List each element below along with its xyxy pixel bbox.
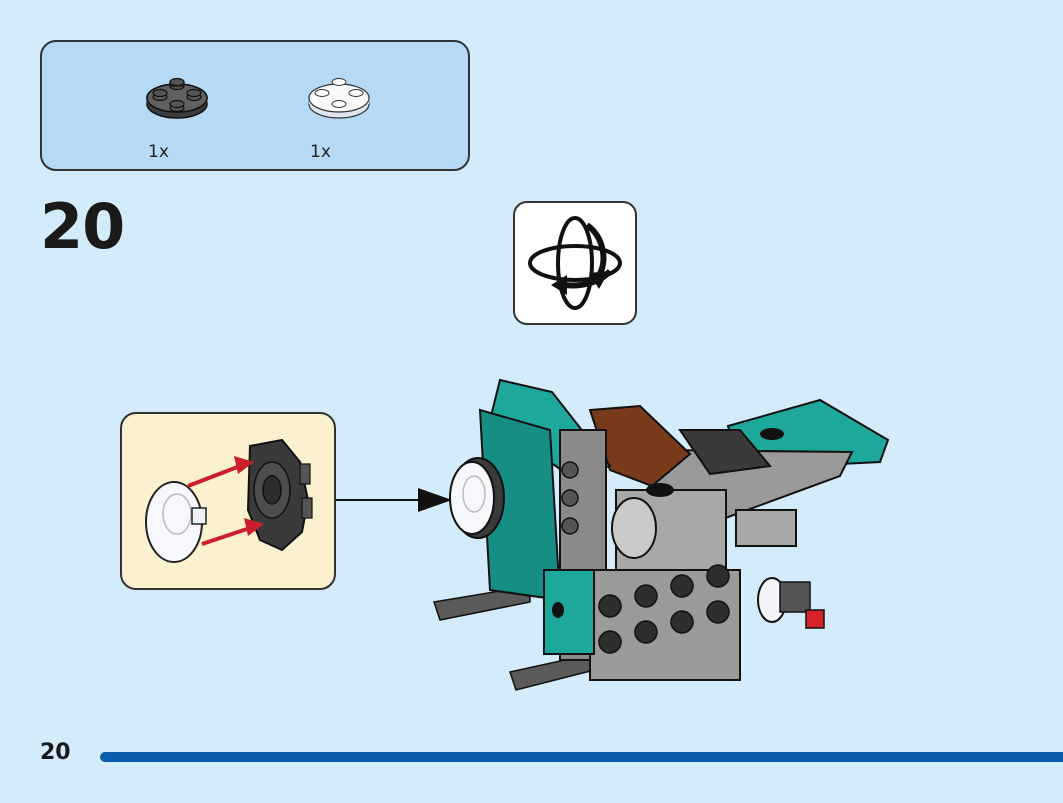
rotate-model-indicator <box>513 201 637 325</box>
attach-arrows <box>187 456 264 546</box>
round-plate-trans-clear-icon <box>308 78 370 119</box>
rotate-model-icon <box>528 216 622 310</box>
callout-pointer-arrow <box>336 488 452 512</box>
model-illustration <box>420 370 900 714</box>
jet-model-drawing <box>433 378 890 691</box>
part-quantity: 1x <box>148 142 169 162</box>
part-quantity: 1x <box>310 142 331 162</box>
part-round-plate-dark-gray: 1x <box>142 60 212 162</box>
step-number: 20 <box>40 190 125 263</box>
parts-list-box: 1x 1x <box>40 40 470 171</box>
sub-assembly-illustration <box>145 438 313 563</box>
sub-assembly-callout <box>120 412 336 590</box>
page-number: 20 <box>40 740 71 765</box>
part-round-plate-trans-clear: 1x <box>304 60 374 162</box>
page-progress-bar <box>100 752 1063 762</box>
round-plate-dark-gray-icon <box>146 77 208 119</box>
